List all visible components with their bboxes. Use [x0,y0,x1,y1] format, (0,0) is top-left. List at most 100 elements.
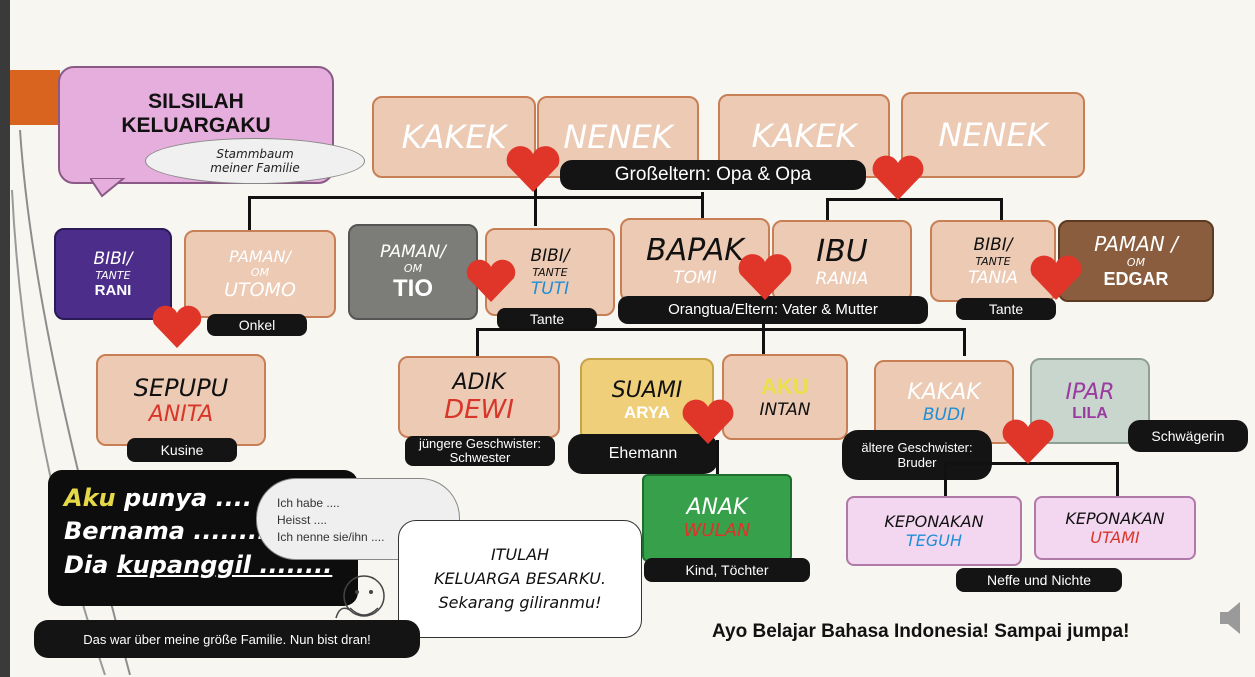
closing-bubble: ITULAH KELUARGA BESARKU. Sekarang gilira… [398,520,642,638]
connector-nephew-drop1 [944,462,947,496]
anak-name: WULAN [683,520,751,541]
connector-left-drop1 [248,196,251,230]
kakak-name: BUDI [922,404,966,425]
connector-child [716,440,719,476]
practice-line1-a: Aku [64,484,116,512]
practice-line1-b: punya .... [123,484,252,512]
connector-right-top [826,198,1002,201]
paman-utomo-role: PAMAN/ [229,247,291,266]
keponakan-label: Neffe und Nichte [956,568,1122,592]
adik-label-text: jüngere Geschwister: Schwester [418,436,542,465]
tante-label-2-text: Tante [988,301,1024,317]
bibi-tania-sub: TANTE [975,254,1011,268]
bibi-tania-role: BIBI/ [973,234,1013,255]
node-keponakan-2: KEPONAKAN UTAMI [1034,496,1196,560]
node-paman-tio: PAMAN/ OM TIO [348,224,478,320]
farewell-text: Ayo Belajar Bahasa Indonesia! Sampai jum… [712,621,1130,642]
bibi-rani-name: RANI [94,282,132,299]
kakak-label: ältere Geschwister: Bruder [842,430,992,480]
heart-icon [506,146,560,192]
slide-left-edge [0,0,10,677]
kusine-label-text: Kusine [160,442,204,458]
connector-right-drop2 [1000,198,1003,220]
ipar-name: LILA [1072,404,1108,422]
node-adik: ADIK DEWI [398,356,560,438]
connector-siblings-drop1 [476,328,479,356]
tante-label-1: Tante [497,308,597,330]
paman-edgar-sub: OM [1126,256,1146,269]
schwaegerin-label-text: Schwägerin [1151,428,1225,444]
node-anak: ANAK WULAN [642,474,792,562]
grandparents-label: Großeltern: Opa & Opa [560,160,866,190]
title-line2: KELUARGAKU [121,114,271,137]
footer-german-text: Das war über meine größe Familie. Nun bi… [83,631,371,647]
footer-german-label: Das war über meine größe Familie. Nun bi… [34,620,420,658]
bibi-rani-role: BIBI/ [93,249,133,269]
node-nenek-2: NENEK [901,92,1085,178]
node-paman-utomo: PAMAN/ OM UTOMO [184,230,336,318]
heart-icon [152,305,202,348]
node-aku: AKU INTAN [722,354,848,440]
closing-line3: Sekarang giliranmu! [438,593,602,612]
adik-name: DEWI [444,394,514,425]
heart-icon [1030,255,1082,300]
practice-line1: Aku punya .... [64,482,342,514]
paman-utomo-name: UTOMO [224,279,296,301]
paman-edgar-role: PAMAN / [1094,232,1178,256]
sepupu-role: SEPUPU [133,373,229,402]
node-suami: SUAMI ARYA [580,358,714,442]
anak-label-text: Kind, Töchter [685,562,769,578]
kusine-label: Kusine [127,438,237,462]
node-sepupu: SEPUPU ANITA [96,354,266,446]
subtitle-line1: Stammbaum [216,147,294,161]
keponakan-1-role: KEPONAKAN [884,512,984,531]
ehemann-label-text: Ehemann [608,445,678,462]
practice-line2: Bernama ........ [64,517,267,545]
title-line1: SILSILAH [148,90,244,113]
heart-icon [738,254,792,300]
bibi-rani-sub: TANTE [95,269,131,282]
connector-nephew-top [944,462,1118,465]
kakak-label-text: ältere Geschwister: Bruder [861,440,973,470]
connector-right-drop1 [826,198,829,220]
title-bubble-tail [90,178,126,198]
sepupu-name: ANITA [148,401,214,427]
kakak-role: KAKAK [907,379,981,405]
keponakan-2-role: KEPONAKAN [1065,509,1165,528]
ehemann-label: Ehemann [568,434,718,474]
heart-icon [682,399,734,444]
connector-left-drop2 [534,180,537,226]
parents-label: Orangtua/Eltern: Vater & Mutter [618,296,928,324]
heart-icon [466,259,516,302]
connector-siblings-top [476,328,966,331]
paman-tio-name: TIO [393,274,433,302]
onkel-label-text: Onkel [238,317,276,333]
nenek-1-label: NENEK [563,118,673,156]
connector-left-top [248,196,704,199]
bibi-tuti-role: BIBI/ [530,245,570,266]
subtitle-line2: meiner Familie [210,161,300,175]
ibu-role: IBU [816,233,868,269]
connector-siblings-drop3 [963,328,966,356]
aku-name: INTAN [759,400,811,420]
heart-icon [1002,419,1054,464]
paman-edgar-name: EDGAR [1103,269,1169,289]
grandparents-label-text: Großeltern: Opa & Opa [614,164,812,185]
keponakan-label-text: Neffe und Nichte [986,572,1092,588]
paman-tio-sub: OM [403,261,423,275]
practice-line3: Dia kupanggil ........ [64,548,342,582]
keponakan-2-name: UTAMI [1090,528,1140,547]
adik-label: jüngere Geschwister: Schwester [405,436,555,466]
tante-label-2: Tante [956,298,1056,320]
suami-name: ARYA [624,402,670,422]
ibu-name: RANIA [815,268,869,289]
german-hint-3: Ich nenne sie/ihn .... [277,530,385,544]
anak-label: Kind, Töchter [644,558,810,582]
anak-role: ANAK [686,495,748,520]
speaker-icon[interactable] [1218,600,1248,636]
german-hint-1: Ich habe .... [277,496,340,510]
bapak-role: BAPAK [646,232,744,268]
onkel-label: Onkel [207,314,307,336]
closing-line1: ITULAH [490,545,550,564]
node-bibi-rani: BIBI/ TANTE RANI [54,228,172,320]
